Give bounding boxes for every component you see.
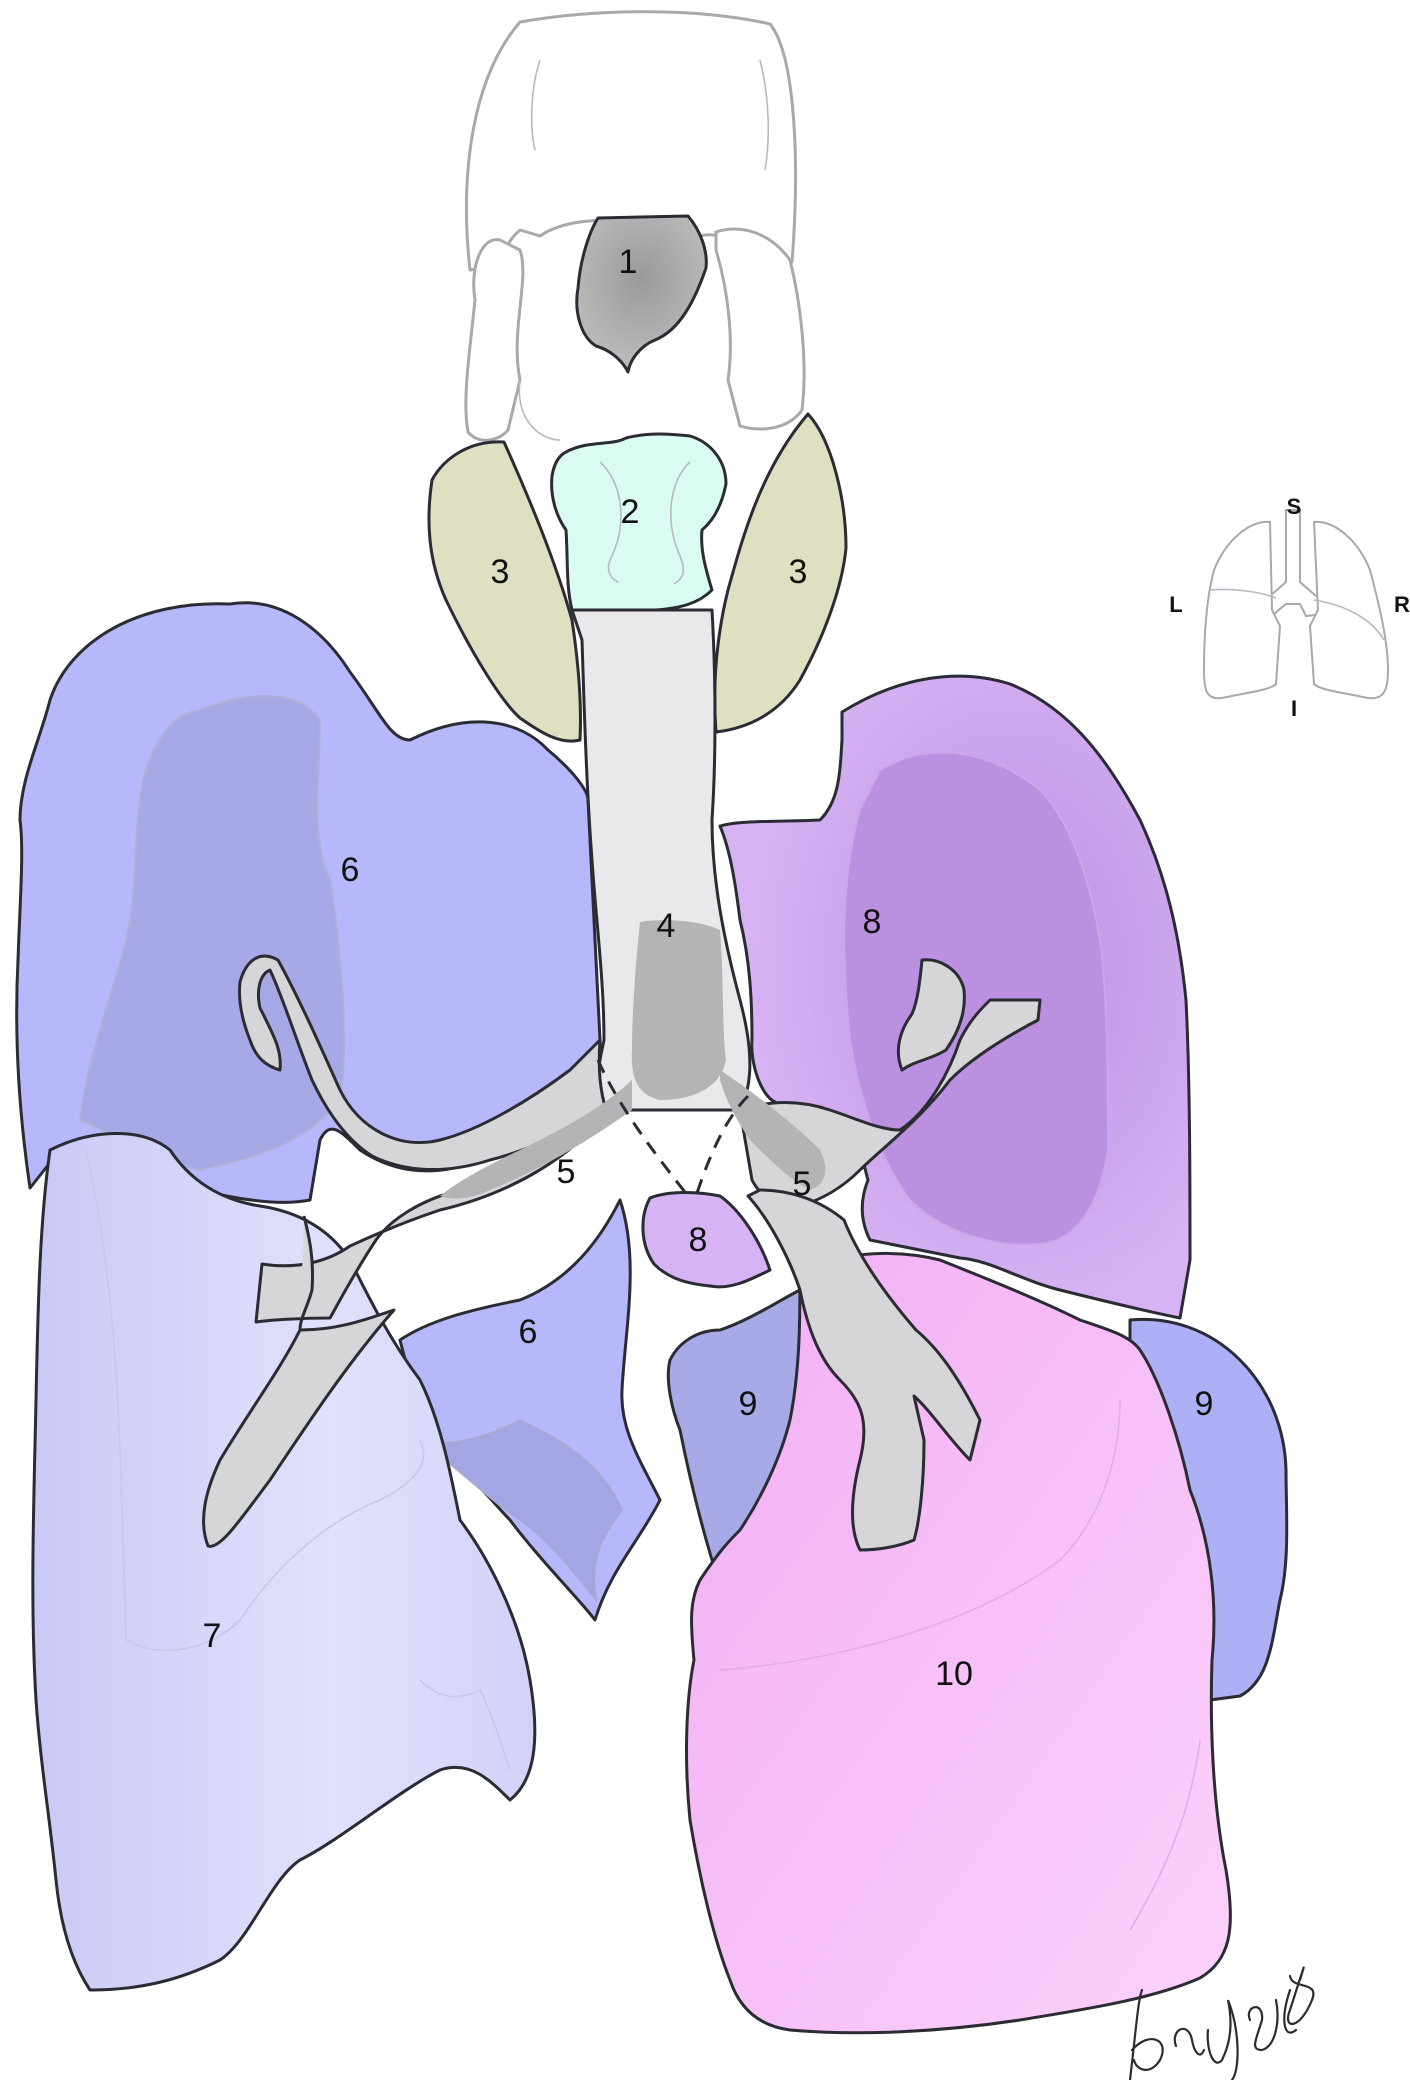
label-left-upper-lobe-b: 6 <box>519 1313 538 1351</box>
label-right-lower-lobe: 10 <box>935 1655 973 1693</box>
larynx-opening <box>577 216 707 372</box>
left-lower-lobe <box>33 1133 535 1990</box>
label-thyroid-left: 3 <box>491 553 510 591</box>
orientation-right: R <box>1394 592 1410 617</box>
label-left-lower-lobe: 7 <box>203 1617 222 1655</box>
orientation-left: L <box>1169 592 1182 617</box>
orientation-inferior: I <box>1291 696 1297 721</box>
label-right-middle-lobe-b: 9 <box>1195 1385 1214 1423</box>
label-right-middle-lobe-a: 9 <box>739 1385 758 1423</box>
orientation-inset: S I L R <box>1169 494 1410 721</box>
label-right-upper-lobe-a: 8 <box>863 903 882 941</box>
label-right-upper-lobe-b: 8 <box>689 1221 708 1259</box>
label-bronchus-left: 5 <box>557 1153 576 1191</box>
label-isthmus: 2 <box>621 493 640 531</box>
label-left-upper-lobe-a: 6 <box>341 851 360 889</box>
thyroid-right-lobe <box>715 414 846 732</box>
label-bronchus-right: 5 <box>793 1165 812 1203</box>
label-larynx: 1 <box>619 243 638 281</box>
label-trachea: 4 <box>657 907 676 945</box>
orientation-superior: S <box>1287 494 1302 519</box>
label-thyroid-right: 3 <box>789 553 808 591</box>
